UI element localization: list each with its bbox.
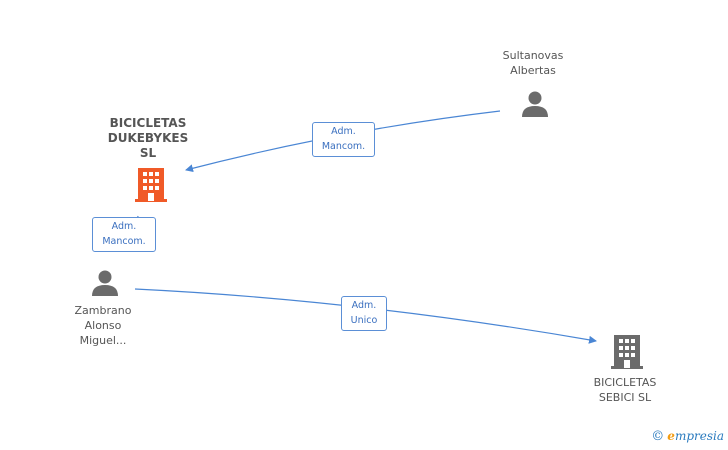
company-label-dukebykes[interactable]: BICICLETAS DUKEBYKES SL [107,116,189,160]
edge-label-zambrano-dukebykes-role[interactable]: Adm. Mancom. [92,217,156,252]
person-label-zambrano[interactable]: Zambrano Alonso Miguel... [74,304,132,347]
person-label-sultanovas[interactable]: Sultanovas Albertas [502,49,564,77]
edge-label-sultanovas-role[interactable]: Adm. Mancom. [312,122,375,157]
edge-label-zambrano-sebici-role[interactable]: Adm. Unico [341,296,387,331]
person-icon[interactable] [90,268,120,298]
building-icon[interactable] [135,167,167,203]
empresia-logo: ©empresia [651,429,724,444]
person-icon[interactable] [520,89,550,119]
copyright-icon: © [651,429,665,444]
building-icon[interactable] [611,334,643,370]
brand-initial: e [667,429,675,443]
company-label-sebici[interactable]: BICICLETAS SEBICI SL [593,376,657,404]
brand-name: mpresia [674,429,724,443]
